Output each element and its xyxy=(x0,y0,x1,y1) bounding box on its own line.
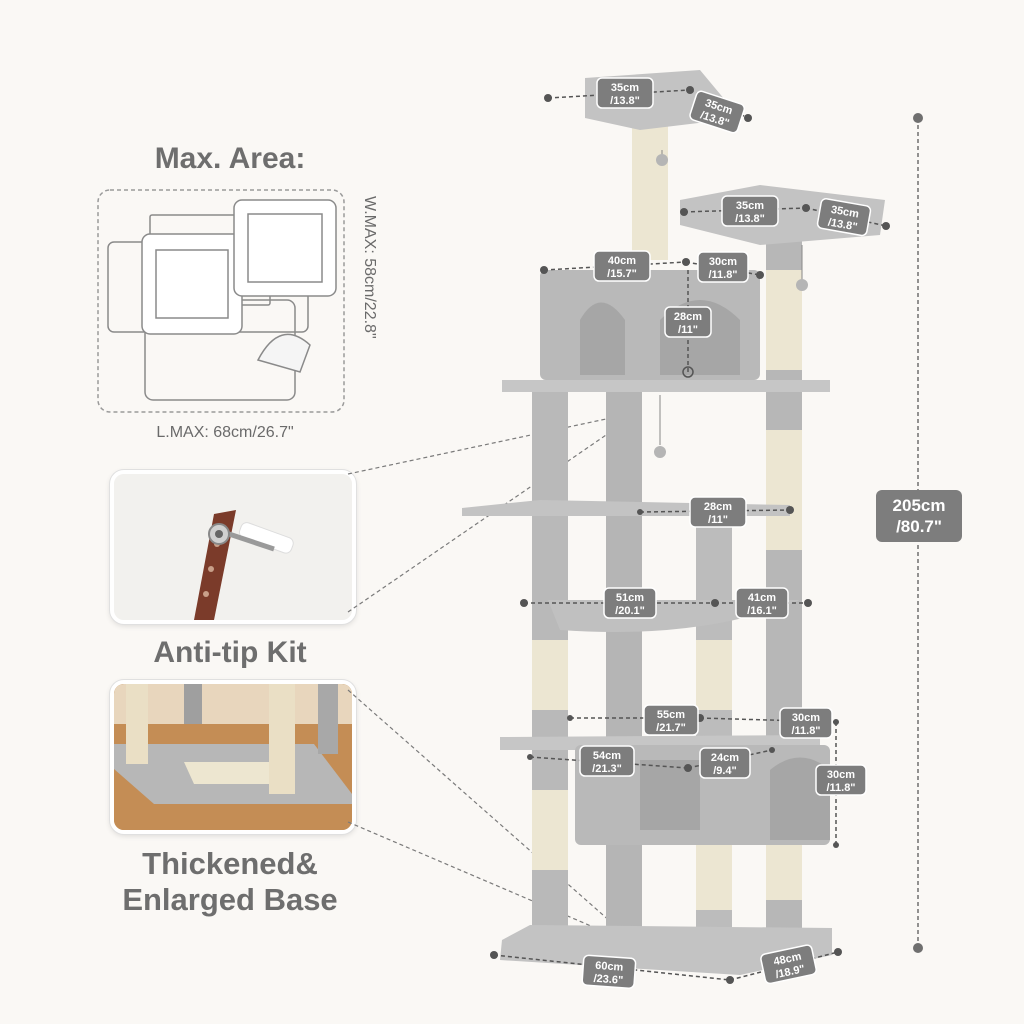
anti-tip-kit-photo xyxy=(110,470,356,624)
label-hammock-width: 51cm /20.1" xyxy=(603,587,657,619)
svg-text:/9.4": /9.4" xyxy=(713,765,737,777)
label-condo-height: 28cm /11" xyxy=(664,306,712,338)
label-base-depth: 48cm /18.9" xyxy=(760,944,817,985)
label-lower-condo-height: 30cm /11.8" xyxy=(815,764,867,796)
svg-text:28cm: 28cm xyxy=(674,311,702,323)
max-width-label: W.MAX: 58cm/22.8" xyxy=(361,196,378,339)
max-area-outline xyxy=(97,189,345,413)
svg-text:/11": /11" xyxy=(678,324,698,336)
svg-text:30cm: 30cm xyxy=(827,769,855,781)
svg-text:/20.1": /20.1" xyxy=(615,605,645,617)
svg-text:41cm: 41cm xyxy=(748,592,776,604)
label-second-perch-width: 35cm /13.8" xyxy=(721,195,779,227)
svg-text:24cm: 24cm xyxy=(711,752,739,764)
svg-text:35cm: 35cm xyxy=(611,82,639,94)
label-condo-width: 40cm /15.7" xyxy=(593,250,651,282)
svg-text:35cm: 35cm xyxy=(830,204,860,221)
label-lower-condo-width: 54cm /21.3" xyxy=(579,745,635,777)
svg-text:48cm: 48cm xyxy=(773,951,803,969)
max-area-title: Max. Area: xyxy=(154,142,306,175)
label-hammock-depth: 41cm /16.1" xyxy=(735,587,789,619)
label-top-perch-width: 35cm /13.8" xyxy=(596,77,654,109)
svg-text:/11.8": /11.8" xyxy=(791,725,820,737)
svg-text:/13.8": /13.8" xyxy=(610,95,640,107)
max-length-label: L.MAX: 68cm/26.7" xyxy=(156,424,294,441)
svg-text:28cm: 28cm xyxy=(704,501,732,513)
label-second-perch-depth: 35cm /13.8" xyxy=(816,198,872,237)
height-indicator: 205cm /80.7" xyxy=(876,113,962,953)
base-title-line1: Thickened& xyxy=(142,846,318,881)
svg-text:/23.6": /23.6" xyxy=(593,973,623,987)
base-title-line2: Enlarged Base xyxy=(122,882,338,917)
cat-tree xyxy=(462,70,885,975)
svg-text:54cm: 54cm xyxy=(593,750,621,762)
height-cm: 205cm xyxy=(893,496,946,515)
svg-text:/15.7": /15.7" xyxy=(607,268,637,280)
label-lower-condo-depth: 24cm /9.4" xyxy=(699,747,751,779)
svg-text:/11": /11" xyxy=(708,514,728,526)
svg-text:30cm: 30cm xyxy=(709,256,737,268)
label-lower-platform-depth: 30cm /11.8" xyxy=(779,707,833,739)
thickened-base-title: Thickened& Enlarged Base xyxy=(95,846,365,918)
leader-lines xyxy=(347,415,629,936)
svg-text:/21.3": /21.3" xyxy=(592,763,622,775)
height-inch: /80.7" xyxy=(896,517,942,536)
dimension-endpoints xyxy=(490,86,890,984)
label-base-width: 60cm /23.6" xyxy=(581,954,637,989)
anti-tip-kit-title: Anti-tip Kit xyxy=(153,636,307,669)
svg-text:51cm: 51cm xyxy=(616,592,644,604)
svg-text:/11.8": /11.8" xyxy=(708,269,737,281)
svg-text:60cm: 60cm xyxy=(595,960,624,974)
label-condo-depth: 30cm /11.8" xyxy=(697,251,749,283)
svg-text:/21.7": /21.7" xyxy=(656,722,686,734)
svg-text:35cm: 35cm xyxy=(736,200,764,212)
dimension-labels: 35cm /13.8" 35cm /13.8" 35cm /13.8" 35cm… xyxy=(579,77,872,989)
svg-text:40cm: 40cm xyxy=(608,255,636,267)
svg-text:/13.8": /13.8" xyxy=(827,217,858,234)
enlarged-base-photo xyxy=(110,680,356,834)
label-top-perch-depth: 35cm /13.8" xyxy=(689,90,746,134)
svg-text:55cm: 55cm xyxy=(657,709,685,721)
label-lower-platform-width: 55cm /21.7" xyxy=(643,704,699,736)
svg-text:30cm: 30cm xyxy=(792,712,820,724)
svg-text:/16.1": /16.1" xyxy=(747,605,777,617)
label-small-perch: 28cm /11" xyxy=(689,496,747,528)
svg-text:/11.8": /11.8" xyxy=(826,782,855,794)
svg-text:/13.8": /13.8" xyxy=(735,213,765,225)
